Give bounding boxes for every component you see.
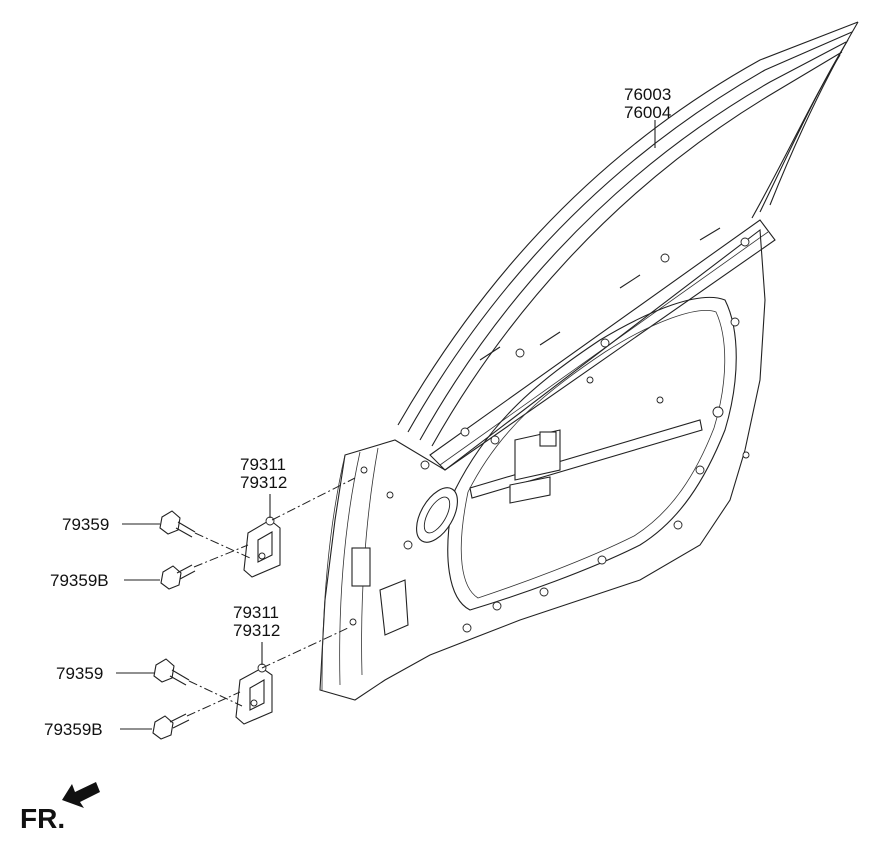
label-lower-bolt-79359b: 79359B (44, 720, 103, 739)
lower-bolt-b-drawing (152, 713, 190, 740)
leader-lines (116, 120, 656, 730)
label-upper-bolt-79359: 79359 (62, 515, 109, 534)
arrow-left-down-icon (62, 782, 100, 808)
label-frame-76004: 76004 (624, 103, 671, 122)
door-panel-drawing (319, 21, 859, 701)
upper-bolt-drawing (159, 510, 196, 538)
label-lower-hinge-79311: 79311 (233, 603, 279, 622)
label-lower-bolt-79359: 79359 (56, 664, 103, 683)
front-indicator-label: FR. (20, 803, 65, 834)
label-frame-76003: 76003 (624, 85, 671, 104)
label-upper-hinge-79311: 79311 (240, 455, 286, 474)
upper-hinge-drawing (243, 516, 281, 578)
lower-bolt-drawing (153, 658, 190, 686)
label-upper-hinge-79312: 79312 (240, 473, 287, 492)
label-lower-hinge-79312: 79312 (233, 621, 280, 640)
lower-hinge-drawing (235, 663, 273, 725)
upper-bolt-b-drawing (160, 564, 196, 590)
label-upper-bolt-79359b: 79359B (50, 571, 109, 590)
